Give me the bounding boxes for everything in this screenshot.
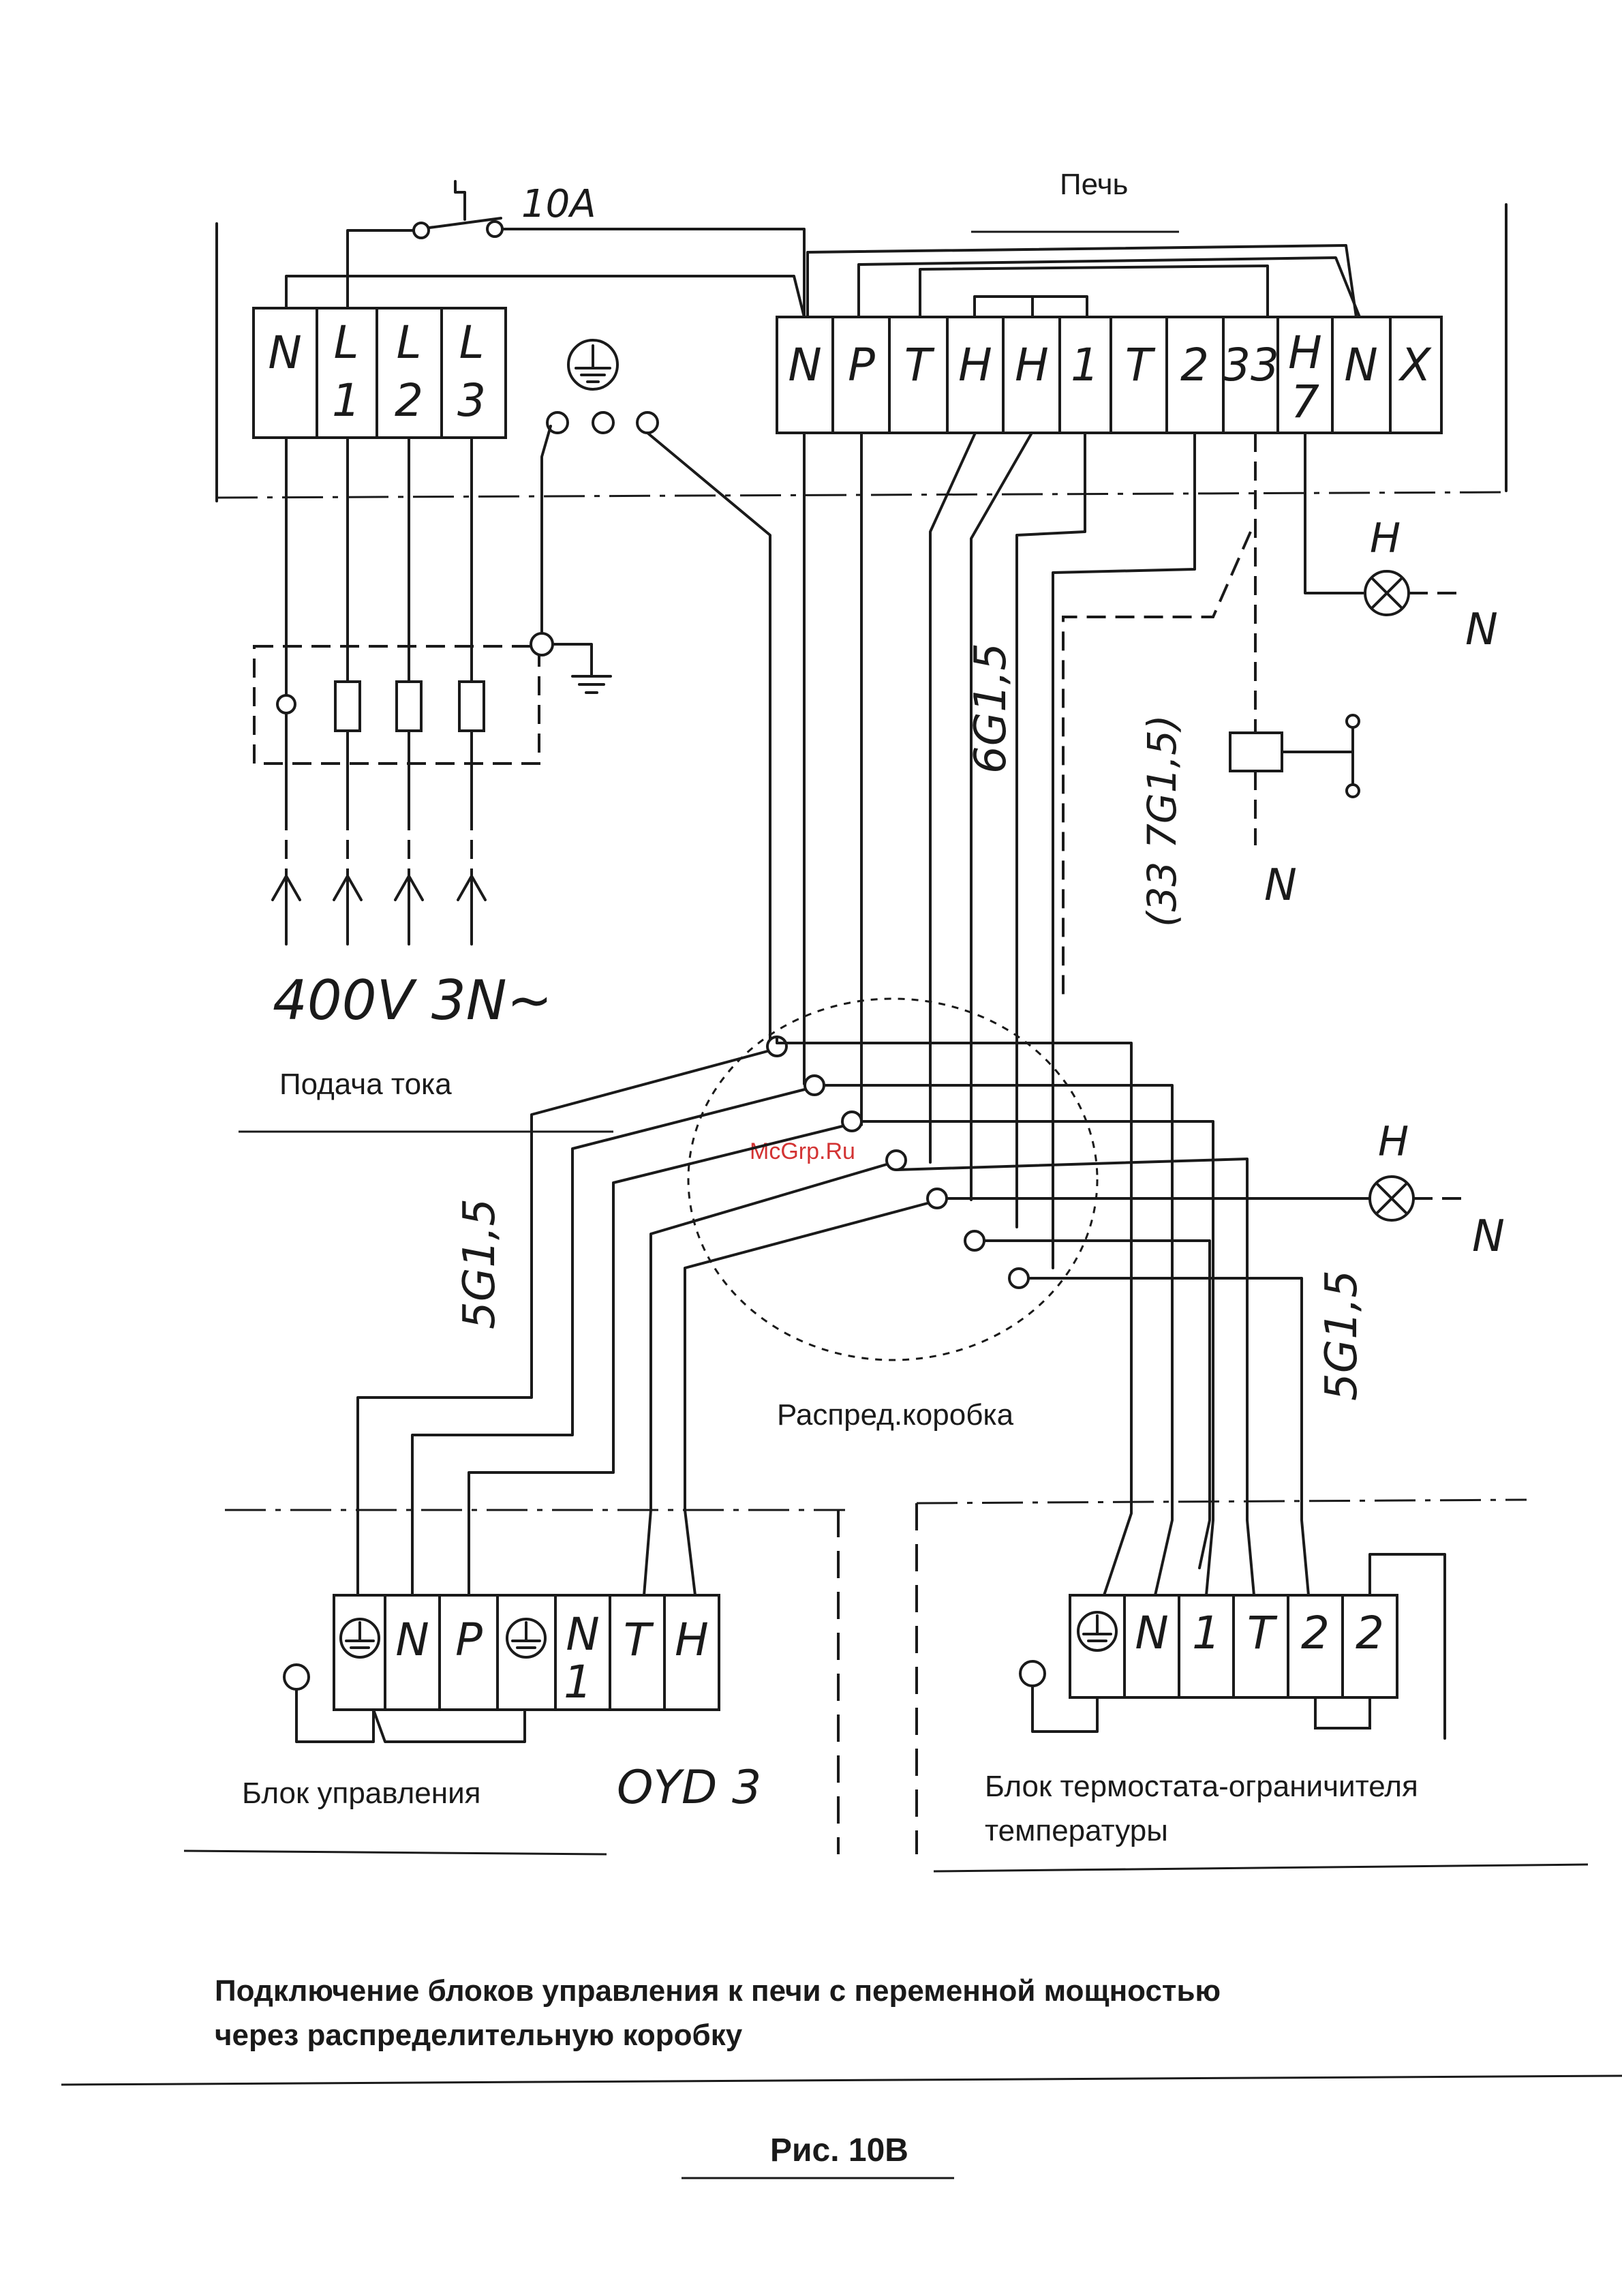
control-unit-terminal-block: N P N 1 T H <box>283 1594 720 1743</box>
control-ground-icon <box>339 1618 380 1659</box>
relay-33: N <box>1229 433 1360 911</box>
thermostat-terminal-t: T <box>1247 1607 1278 1659</box>
lamp-junction: H N <box>945 1118 1505 1262</box>
control-cable: 5G1,5 <box>356 1050 929 1597</box>
breaker-rating: 10A <box>521 182 596 226</box>
stove-terminal-2: 2 <box>1180 339 1209 391</box>
thermostat-terminal-2: 2 <box>1301 1607 1330 1659</box>
thermostat-terminal-n: N <box>1135 1607 1168 1659</box>
control-terminal-t: T <box>624 1614 654 1666</box>
stove-terminal-x: X <box>1398 339 1432 391</box>
stove-terminal-1: 1 <box>1071 339 1099 391</box>
supply-terminal-l2: L <box>397 316 422 369</box>
stove-power-cable-label: 6G1,5 <box>966 643 1016 774</box>
lamp-label-upper: H <box>1370 515 1401 562</box>
stove-terminal-n-2: N <box>1344 339 1377 391</box>
breaker-10a: 10A <box>346 180 806 318</box>
control-terminal-n: N <box>395 1614 429 1666</box>
unit-separators <box>225 1498 1527 1854</box>
stove-cables: 6G1,5 (33 7G1,5) <box>646 432 1252 1269</box>
thermostat-terminal-1: 1 <box>1192 1607 1221 1659</box>
thermostat-terminal-block: N 1 T 2 2 <box>1019 1553 1446 1740</box>
stove-enclosure <box>215 203 1508 502</box>
thermostat-terminal-2b: 2 <box>1356 1607 1384 1659</box>
voltage-label: 400V 3N~ <box>273 969 553 1032</box>
junction-box-label: Распред.коробка <box>777 1398 1014 1432</box>
stove-terminal-p: P <box>848 339 875 391</box>
svg-text:1: 1 <box>332 374 361 427</box>
supply-terminal-l1: L <box>334 316 359 369</box>
thermostat-unit-label-2: температуры <box>985 1814 1168 1847</box>
bridge-wires <box>285 244 1361 318</box>
svg-text:1: 1 <box>564 1656 592 1708</box>
thermostat-cable: 5G1,5 <box>776 1036 1367 1597</box>
caption-line-1: Подключение блоков управления к печи с п… <box>215 1974 1221 2008</box>
stove-label: Печь <box>1060 168 1128 201</box>
control-cable-label: 5G1,5 <box>455 1198 505 1329</box>
control-terminal-n1: N <box>566 1608 599 1661</box>
stove-terminal-n: N <box>788 339 821 391</box>
stove-terminal-33: 33 <box>1222 339 1279 391</box>
supply-terminal-l3: L <box>459 316 485 369</box>
watermark: McGrp.Ru <box>750 1138 855 1164</box>
thermostat-unit-label-1: Блок термостата-ограничителя <box>985 1770 1418 1803</box>
stove-terminal-t: T <box>904 339 935 391</box>
svg-text:7: 7 <box>1291 376 1319 428</box>
stove-ground-terminal <box>546 339 659 434</box>
lamp-neutral-upper: N <box>1465 605 1498 655</box>
relay-neutral-label: N <box>1264 860 1297 911</box>
stove-terminal-h-2: H <box>1015 339 1049 391</box>
control-unit-label: Блок управления <box>242 1777 480 1810</box>
control-terminal-h: H <box>675 1614 709 1666</box>
power-supply-label: Подача тока <box>279 1068 452 1101</box>
thermostat-cable-label: 5G1,5 <box>1317 1270 1367 1401</box>
stove-terminal-block: N P T H H 1 T 2 33 H 7 N X <box>776 316 1443 434</box>
fuse-box <box>253 425 612 946</box>
caption-line-2: через распределительную коробку <box>215 2019 743 2052</box>
junction-box <box>687 997 1099 1361</box>
lamp-label-lower: H <box>1378 1118 1409 1166</box>
stove-terminal-h7: H <box>1288 327 1322 379</box>
control-ground-icon-2 <box>506 1618 547 1659</box>
svg-text:3: 3 <box>457 374 486 427</box>
supply-terminal-block: N L 1 L 2 L 3 <box>252 307 507 439</box>
thermostat-ground-icon <box>1077 1611 1118 1652</box>
figure-number: Рис. 10В <box>770 2132 908 2169</box>
stove-terminal-h: H <box>958 339 992 391</box>
control-terminal-p: P <box>455 1614 483 1666</box>
supply-terminal-n: N <box>268 327 301 379</box>
stove-terminal-t-2: T <box>1125 339 1156 391</box>
lamp-neutral-lower: N <box>1472 1211 1505 1262</box>
stove-aux-cable-label: (33 7G1,5) <box>1139 714 1185 927</box>
lamp-h7: H N <box>1304 432 1498 655</box>
control-unit-model: OYD 3 <box>617 1761 761 1815</box>
svg-text:2: 2 <box>395 374 423 427</box>
